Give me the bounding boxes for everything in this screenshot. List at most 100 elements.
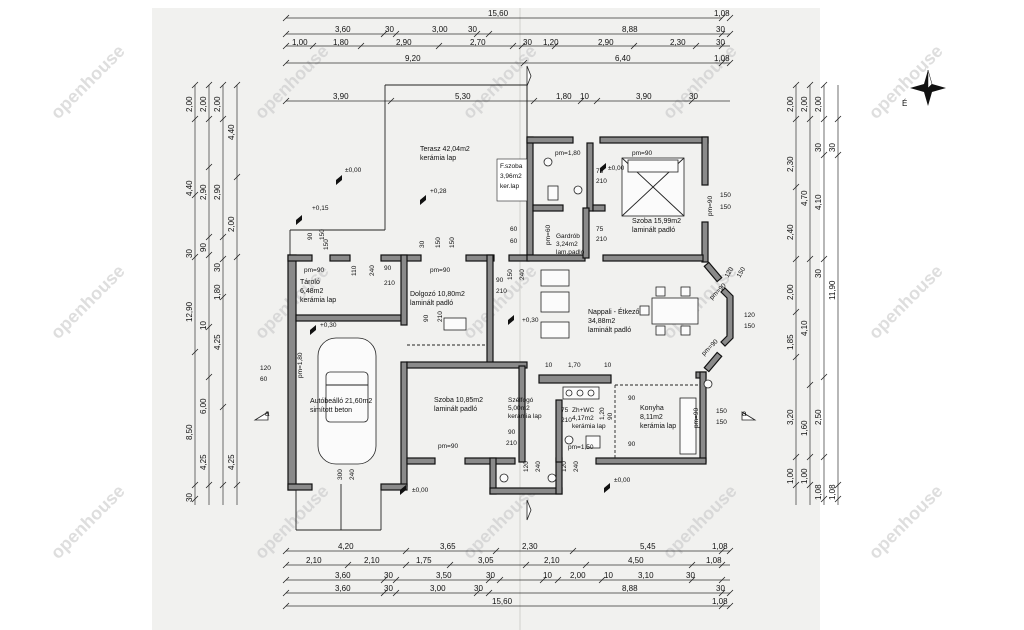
opening-label: pm=90 bbox=[430, 267, 450, 274]
dim-right-1d: 2,00 bbox=[786, 284, 795, 300]
opening-label: pm=90 bbox=[304, 267, 324, 274]
dim-top-4a: 9,20 bbox=[405, 54, 421, 63]
dim-top-5e: 3,90 bbox=[636, 92, 652, 101]
room-name-gardrob: Gardrób bbox=[556, 233, 580, 240]
opening-label: pm=60 bbox=[545, 225, 552, 245]
watermark-text: openhouse bbox=[47, 481, 129, 563]
level-label: ±0,00 bbox=[614, 477, 631, 484]
watermark-text: openhouse bbox=[865, 41, 947, 123]
opening-label: 1,20 bbox=[599, 407, 606, 420]
room-floor-nappali: laminált padló bbox=[588, 327, 631, 334]
dim-left-3d: 1,80 bbox=[213, 284, 222, 300]
opening-label: 210 bbox=[561, 417, 572, 424]
dim-bot-3b: 30 bbox=[384, 571, 393, 580]
dim-right-1b: 2,30 bbox=[786, 156, 795, 172]
dim-bot-3e: 10 bbox=[543, 571, 552, 580]
opening-label: 150 bbox=[720, 204, 731, 211]
dim-bot-1a: 4,20 bbox=[338, 542, 354, 551]
opening-label: 150 bbox=[736, 266, 748, 279]
dim-top-2d: 30 bbox=[468, 25, 477, 34]
dim-right-4b: 11,90 bbox=[828, 280, 837, 300]
dim-top-3f: 1,20 bbox=[543, 38, 559, 47]
column-icon bbox=[499, 473, 509, 483]
dim-right-2c: 4,10 bbox=[800, 320, 809, 336]
dim-left-3a: 2,00 bbox=[213, 96, 222, 112]
opening-label: 210 bbox=[384, 280, 395, 287]
dim-top-5d: 10 bbox=[580, 92, 589, 101]
dim-top-5f: 30 bbox=[689, 92, 698, 101]
room-name-szoba2: Szoba 10,85m2 bbox=[434, 397, 483, 404]
opening-label: 110 bbox=[351, 265, 358, 276]
dim-top-5b: 5,30 bbox=[455, 92, 471, 101]
watermark-text: openhouse bbox=[47, 41, 129, 123]
level-label: ±0,00 bbox=[412, 487, 429, 494]
opening-label: 90 bbox=[496, 277, 504, 284]
room-floor-zhwc: kerámia lap bbox=[572, 423, 606, 430]
dim-right-3a: 2,00 bbox=[814, 96, 823, 112]
opening-label: 60 bbox=[260, 376, 268, 383]
room-area-zhwc: 4,17m2 bbox=[572, 415, 594, 422]
dim-top-3c: 2,90 bbox=[396, 38, 412, 47]
room-floor-konyha: kerámia lap bbox=[640, 423, 676, 430]
dim-left-1c: 30 bbox=[185, 249, 194, 258]
column-icon bbox=[547, 473, 557, 483]
opening-annotations: pm=1,80 75 210 pm=90 75 210 150 150 pm=9… bbox=[260, 150, 755, 480]
room-area-konyha: 8,11m2 bbox=[640, 414, 663, 421]
room-floor-szelfogo: kerámia lap bbox=[508, 413, 542, 420]
opening-label: 10 bbox=[604, 362, 612, 369]
stove-icon bbox=[562, 386, 600, 400]
dim-bot-1b: 3,65 bbox=[440, 542, 456, 551]
opening-label: 10 bbox=[545, 362, 553, 369]
dim-right-1f: 3,20 bbox=[786, 409, 795, 425]
opening-label: 90 bbox=[607, 412, 614, 420]
level-label: +0,15 bbox=[312, 205, 329, 212]
opening-label: 210 bbox=[496, 288, 507, 295]
dim-bot-1e: 1,08 bbox=[712, 542, 728, 551]
car-icon bbox=[317, 337, 377, 465]
dim-bot-4d: 30 bbox=[474, 584, 483, 593]
sink-icon bbox=[543, 157, 553, 167]
dim-bot-3g: 10 bbox=[604, 571, 613, 580]
dim-bot-2e: 2,10 bbox=[544, 556, 560, 565]
level-labels: ±0,00 +0,28 +0,15 +0,30 +0,30 ±0,00 ±0,0… bbox=[312, 165, 631, 494]
room-area-fszoba: 3,96m2 bbox=[500, 173, 522, 180]
dim-bot-4a: 3,60 bbox=[335, 584, 351, 593]
dim-left-3c: 30 bbox=[213, 263, 222, 272]
opening-label: 150 bbox=[744, 323, 755, 330]
opening-label: pm=1,80 bbox=[555, 150, 581, 157]
kitchen-counter bbox=[679, 397, 697, 455]
opening-label: 240 bbox=[349, 469, 356, 480]
dim-bot-3a: 3,60 bbox=[335, 571, 351, 580]
section-marker-icon bbox=[741, 411, 757, 421]
dim-left-1b: 4,40 bbox=[185, 180, 194, 196]
dim-right-2b: 4,70 bbox=[800, 190, 809, 206]
dim-top-5a: 3,90 bbox=[333, 92, 349, 101]
dim-top-total: 15,60 bbox=[488, 9, 509, 18]
dim-left-4b: 2,00 bbox=[227, 216, 236, 232]
opening-label: 75 bbox=[596, 226, 604, 233]
opening-label: 150 bbox=[720, 192, 731, 199]
toilet-icon bbox=[564, 435, 574, 445]
room-area-nappali: 34,88m2 bbox=[588, 318, 615, 325]
room-name-dolgozo: Dolgozó 10,80m2 bbox=[410, 291, 465, 298]
opening-label: 120 bbox=[523, 461, 530, 472]
dim-left-4a: 4,40 bbox=[227, 124, 236, 140]
dim-top-3d: 2,70 bbox=[470, 38, 486, 47]
opening-label: 150 bbox=[716, 408, 727, 415]
opening-label: 120 bbox=[724, 266, 736, 279]
dim-bot-2d: 3,05 bbox=[478, 556, 494, 565]
dim-bot-5b: 1,08 bbox=[712, 597, 728, 606]
section-marker-icon bbox=[526, 499, 532, 521]
opening-label: 210 bbox=[596, 178, 607, 185]
opening-label: 90 bbox=[628, 395, 636, 402]
opening-label: 120 bbox=[744, 312, 755, 319]
opening-label: 150 bbox=[319, 229, 326, 240]
dim-bot-4c: 3,00 bbox=[430, 584, 446, 593]
watermark-text: openhouse bbox=[47, 261, 129, 343]
room-floor-autobeallo: simított beton bbox=[310, 407, 352, 414]
section-marker-icon bbox=[253, 411, 269, 421]
room-tag-box bbox=[496, 158, 528, 202]
dim-bot-1d: 5,45 bbox=[640, 542, 656, 551]
opening-label: 90 bbox=[423, 314, 430, 322]
